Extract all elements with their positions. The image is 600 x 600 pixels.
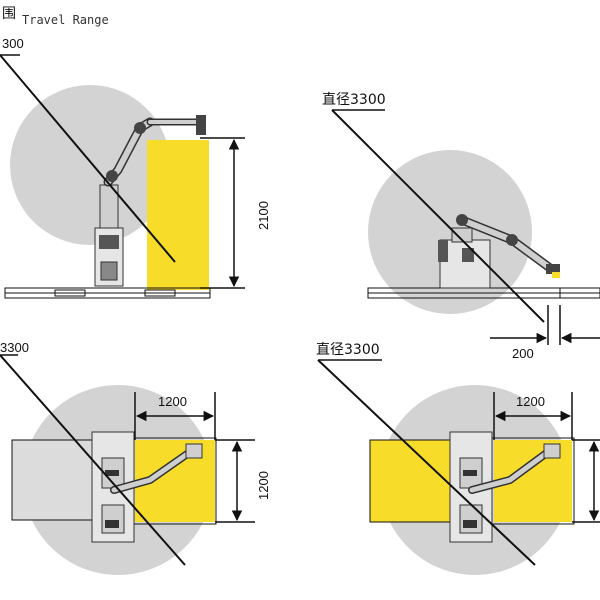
robot-arm	[94, 115, 206, 287]
height-label: 2100	[256, 201, 271, 230]
header-glyph: 围	[2, 6, 16, 22]
panel-bottom-left: 3300 1200 1200	[0, 340, 271, 575]
robot-arm	[438, 214, 560, 289]
work-zone-left	[369, 439, 451, 523]
depth-label: 1200	[256, 471, 271, 500]
robot-base	[449, 431, 561, 543]
diameter-leader	[317, 359, 536, 566]
header: 围 Travel Range	[2, 6, 109, 27]
panel-top-right: 直径3300 200	[322, 91, 600, 361]
diameter-leader	[0, 354, 186, 566]
width-dimension	[493, 392, 573, 440]
diameter-label: 3300	[0, 340, 29, 355]
robot-base	[91, 431, 203, 543]
diameter-label: 直径3300	[316, 341, 380, 358]
depth-dimension	[572, 439, 600, 523]
diameter-label: 直径3300	[322, 91, 386, 108]
height-dimension	[200, 137, 245, 289]
width-dimension	[134, 392, 216, 440]
diameter-leader	[331, 109, 545, 323]
offset-label: 200	[512, 346, 534, 361]
reach-circle	[10, 85, 170, 245]
diameter-label: 300	[2, 36, 24, 51]
depth-dimension	[215, 439, 255, 523]
panel-bottom-right: 直径3300 1200	[316, 341, 600, 575]
diameter-leader	[0, 54, 176, 263]
width-label: 1200	[516, 394, 545, 409]
reach-circle	[368, 150, 532, 314]
work-zone	[147, 140, 209, 290]
width-label: 1200	[158, 394, 187, 409]
header-title: Travel Range	[22, 13, 109, 27]
offset-dimension	[490, 305, 600, 345]
panel-top-left: 300 2100	[0, 36, 271, 299]
floor-rail	[4, 287, 211, 299]
